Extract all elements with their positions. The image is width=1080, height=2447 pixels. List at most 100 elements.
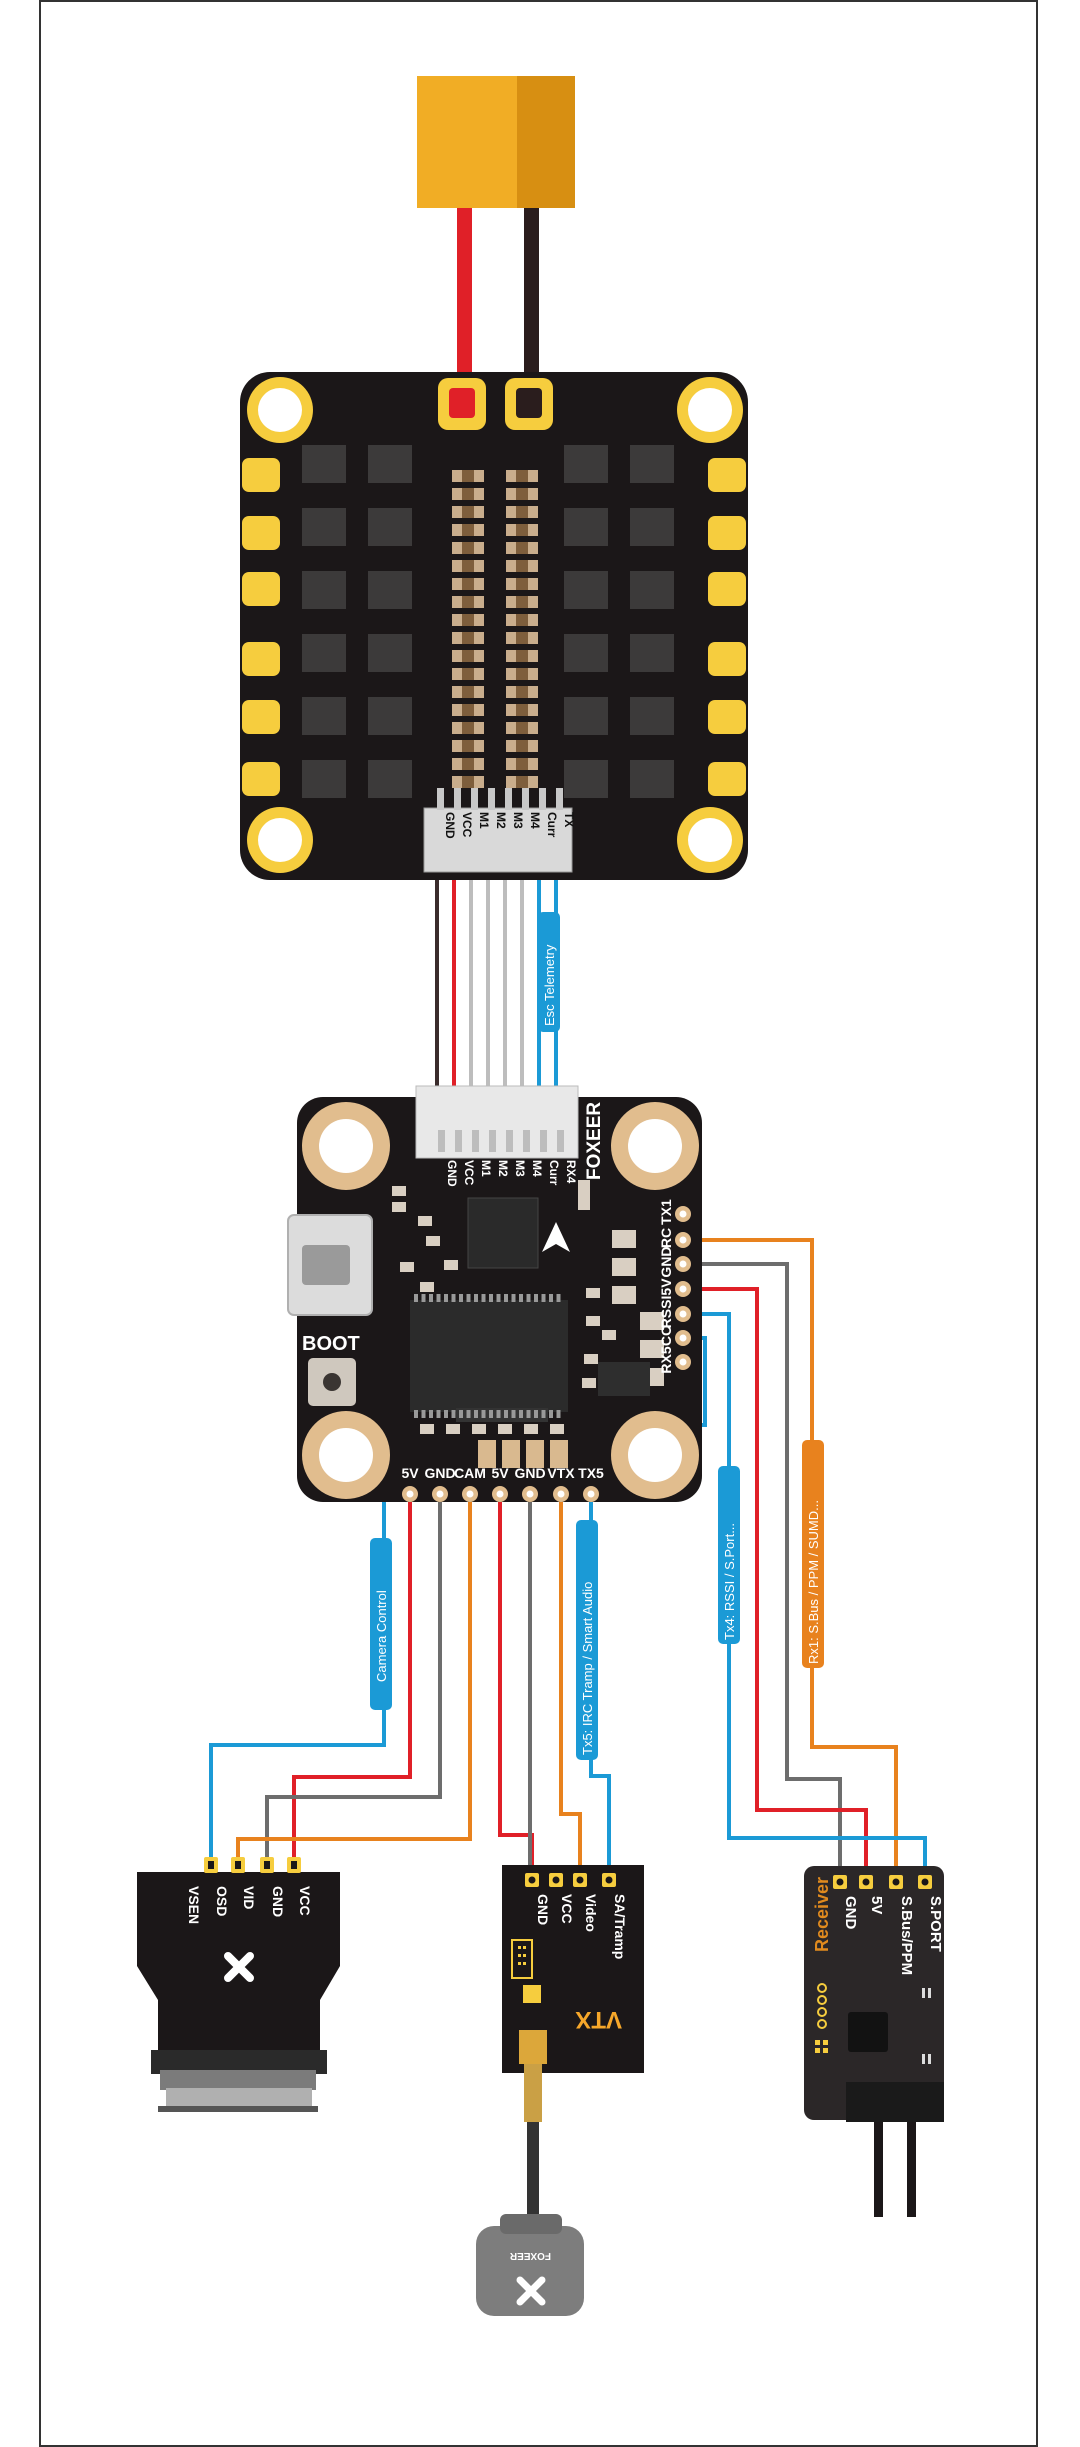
vtx-video-wire [559, 1494, 582, 1878]
smd-component [400, 1262, 414, 1272]
mosfet [630, 508, 674, 546]
fc-top-pin [523, 1130, 530, 1152]
smd-component [426, 1236, 440, 1246]
esc-telemetry-pill [538, 912, 560, 1032]
smd-component [602, 1330, 616, 1340]
fc-brand: FOXEER [584, 1102, 605, 1180]
receiver-sbus-wire [683, 1238, 898, 1880]
mosfet [564, 571, 608, 609]
smd-component [472, 1424, 486, 1434]
fc-right-label-cc: CC [658, 1326, 674, 1346]
wire-labels: Esc Telemetry Camera Control Tx5: IRC Tr… [370, 912, 824, 1760]
fc-right-label-gnd: GND [658, 1246, 674, 1277]
esc-mosfets [302, 445, 674, 798]
vtx-pin-label-gnd: GND [535, 1894, 551, 1925]
esc-pin-label-m4: M4 [528, 812, 542, 829]
receiver-5v-wire [683, 1287, 868, 1880]
receiver-pcb [804, 1866, 944, 2120]
esc-pin-label-gnd: GND [443, 812, 457, 839]
mosfet [564, 508, 608, 546]
fc-top-label-rx4: RX4 [564, 1160, 578, 1184]
receiver-pin-label-sbus-ppm: S.Bus/PPM [898, 1896, 915, 1975]
esc-pin [471, 788, 478, 810]
xt60-connector [417, 76, 575, 393]
smd-component [420, 1424, 434, 1434]
camera-gnd-wire [265, 1494, 442, 1862]
smd-component [922, 2054, 925, 2064]
fc-top-pin [455, 1130, 462, 1152]
esc-pin-label-curr: Curr [545, 812, 559, 838]
mosfet [368, 445, 412, 483]
antenna-brand: FOXEER [509, 2250, 551, 2261]
mosfet [564, 760, 608, 798]
esc-pcb [240, 372, 748, 880]
mosfet [368, 697, 412, 735]
receiver-title: Receiver [812, 1877, 832, 1952]
mosfet [302, 634, 346, 672]
fc-bottom-label-tx5: TX5 [578, 1465, 604, 1481]
smd-capacitor [550, 1440, 568, 1468]
smd-component [640, 1340, 664, 1358]
esc-pin [556, 788, 563, 810]
receiver-sport-wire [683, 1312, 927, 1880]
tx4-label: Tx4: RSSI / S.Port... [722, 1523, 737, 1640]
receiver-led [817, 2019, 827, 2029]
motor-pad-right [708, 572, 746, 606]
mosfet [630, 634, 674, 672]
fc-top-label-m1: M1 [479, 1160, 493, 1177]
mosfet [368, 571, 412, 609]
smd-component [418, 1216, 432, 1226]
fc-right-label-5v: 5V [658, 1278, 674, 1296]
xt60-body-right [517, 76, 575, 208]
rx-antenna-2 [907, 2080, 916, 2217]
motor-pad-left [242, 642, 280, 676]
mosfet [564, 634, 608, 672]
esc-pin [488, 788, 495, 810]
receiver-pin-label-gnd: GND [842, 1896, 859, 1930]
smd-capacitor [502, 1440, 520, 1468]
smd-component [922, 1988, 925, 1998]
receiver-antenna-block [846, 2082, 944, 2122]
smd-component [444, 1260, 458, 1270]
battery-red-lead [457, 173, 472, 393]
smd-component [550, 1424, 564, 1434]
smd-component [612, 1258, 636, 1276]
fc-top-label-gnd: GND [445, 1160, 459, 1187]
antenna-logo-icon [516, 2276, 546, 2306]
fc-right-label-rc: RC [658, 1228, 674, 1248]
orientation-arrow-icon [542, 1222, 570, 1252]
smd-component [498, 1424, 512, 1434]
smd-component [392, 1202, 406, 1212]
smd-component [582, 1378, 596, 1388]
wires [209, 872, 927, 1880]
mosfet [564, 445, 608, 483]
rx1-pill [802, 1440, 824, 1668]
motor-pad-left [242, 458, 280, 492]
smd-component [586, 1316, 600, 1326]
camera-video-wire [236, 1494, 472, 1862]
fc-top-label-vcc: VCC [462, 1160, 476, 1186]
smd-component [420, 1282, 434, 1292]
camera-pin-label-vsen: VSEN [186, 1886, 202, 1924]
fc-bottom-label-5v: 5V [401, 1465, 419, 1481]
antenna-cable [527, 2122, 539, 2228]
camera-pin-label-vcc: VCC [297, 1886, 313, 1916]
mosfet [368, 508, 412, 546]
fc-components [392, 1180, 664, 1468]
camera-control-label: Camera Control [374, 1590, 389, 1682]
esc-connector [423, 807, 573, 873]
regulator-chip [598, 1362, 650, 1396]
mosfet [630, 760, 674, 798]
fc-bottom-label-gnd: GND [424, 1465, 455, 1481]
esc-pin-label-m3: M3 [511, 812, 525, 829]
motor-pad-left [242, 572, 280, 606]
vtx-switch [511, 1939, 533, 1979]
motor-pad-left [242, 516, 280, 550]
smd-capacitor [526, 1440, 544, 1468]
